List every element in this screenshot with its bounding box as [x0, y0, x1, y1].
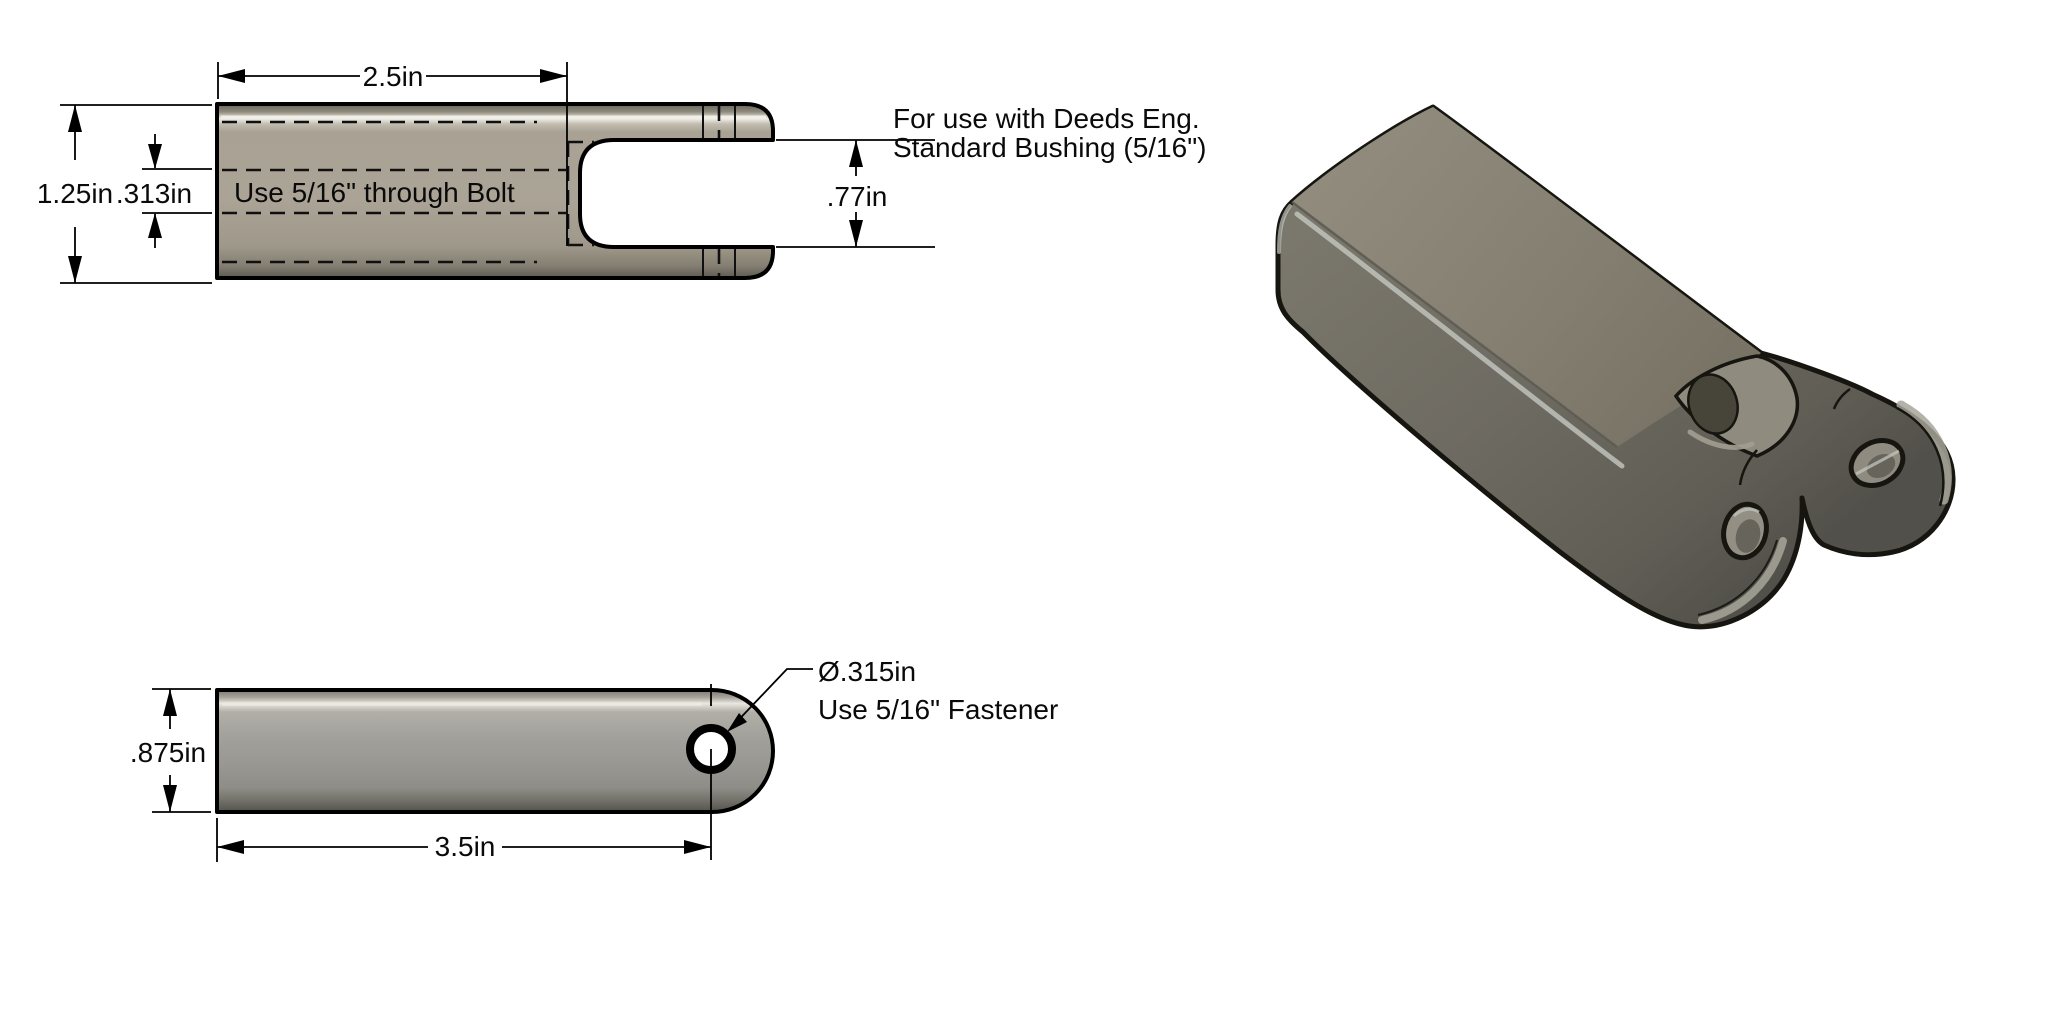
- dim-bore-offset-label: .313in: [116, 178, 192, 209]
- bolt-note: Use 5/16" through Bolt: [234, 177, 515, 208]
- dim-width-arrow-left: [218, 69, 245, 83]
- top-view: 2.5in 1.25in .313in .77in: [37, 61, 1206, 284]
- side-view-part-body: [215, 688, 775, 814]
- dim-length-arrow-left: [217, 840, 244, 854]
- hole-leader-arrow: [727, 713, 747, 732]
- iso-left-corner-sheen: [1277, 204, 1292, 254]
- dim-height: [60, 104, 212, 284]
- dim-length-arrow-right: [684, 840, 711, 854]
- dim-slot-width-label: .77in: [827, 181, 888, 212]
- iso-near-cap-edge: [1697, 539, 1778, 616]
- bushing-note-line2: Standard Bushing (5/16"): [893, 132, 1206, 163]
- iso-near-hole-sheen: [1732, 507, 1760, 518]
- dim-bore-offset-arrow-top: [148, 144, 162, 169]
- bushing-note-line1: For use with Deeds Eng.: [893, 103, 1200, 134]
- iso-far-hole-bore: [1866, 454, 1896, 478]
- dim-length: [216, 818, 711, 862]
- dim-thickness-arrow-bottom: [163, 785, 177, 812]
- dim-thickness-arrow-top: [163, 689, 177, 716]
- iso-saddle-inner-sheen: [1687, 429, 1755, 450]
- hole-diameter-label: Ø.315in: [818, 656, 916, 687]
- iso-near-hole-bore: [1735, 519, 1761, 553]
- iso-far-tangent-tick: [1832, 387, 1851, 410]
- dim-length-label: 3.5in: [435, 831, 496, 862]
- iso-ridge-edge: [1291, 201, 1618, 448]
- dim-height-arrow-bottom: [68, 256, 82, 283]
- dim-slot-arrow-bottom: [849, 220, 863, 247]
- iso-far-hole-sheen: [1855, 449, 1900, 476]
- iso-saddle-bore: [1687, 373, 1739, 435]
- iso-far-cap-sheen: [1896, 400, 1952, 505]
- top-view-part-body: [215, 102, 775, 280]
- dim-width-label: 2.5in: [363, 61, 424, 92]
- iso-near-tangent-tick: [1738, 449, 1758, 486]
- hole-leader-line: [728, 668, 813, 731]
- iso-far-cap-edge: [1896, 406, 1945, 507]
- iso-top-face: [1292, 107, 1761, 447]
- iso-ridge-sheen: [1294, 211, 1625, 469]
- iso-near-cap-sheen: [1698, 537, 1787, 624]
- dim-height-arrow-top: [68, 105, 82, 132]
- fastener-note: Use 5/16" Fastener: [818, 694, 1058, 725]
- dim-bore-offset-arrow-bottom: [148, 213, 162, 238]
- dim-width-arrow-right: [540, 69, 567, 83]
- top-view-tangent-lines: [702, 106, 736, 276]
- side-view: Ø.315in Use 5/16" Fastener .875in 3.5in: [130, 656, 1058, 862]
- dim-thickness-label: .875in: [130, 737, 206, 768]
- iso-view: [1275, 104, 1956, 630]
- dim-slot-arrow-top: [849, 140, 863, 167]
- dim-height-label: 1.25in: [37, 178, 113, 209]
- top-view-hidden-lines: [222, 106, 721, 276]
